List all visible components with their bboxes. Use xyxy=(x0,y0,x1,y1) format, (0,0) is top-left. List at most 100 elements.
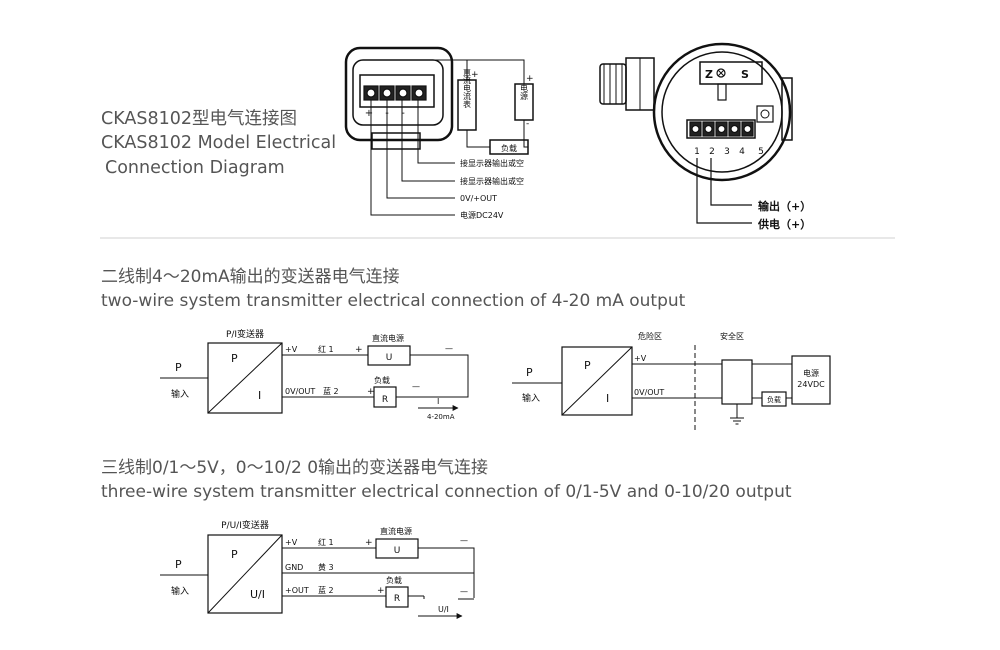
terminal-minus-1: - xyxy=(385,108,389,119)
i-block-label-2: I xyxy=(606,392,609,405)
input-label-3: 输入 xyxy=(171,585,189,597)
wire1-label: 红 1 xyxy=(318,344,334,354)
load-label-3: 负载 xyxy=(386,575,402,585)
p-block-label: P xyxy=(231,352,238,365)
output-label: 输出（+） xyxy=(758,199,811,213)
u-label-3: U xyxy=(394,546,401,556)
supply-label: 供电（+） xyxy=(757,217,811,231)
wire2-label-3: 蓝 2 xyxy=(318,585,334,595)
hazard-area-diagram xyxy=(512,345,831,430)
top-right-labels: Z S 1 2 3 4 5 输出（+） 供电（+） xyxy=(694,68,811,231)
callout-2: 接显示器输出或空 xyxy=(460,176,524,186)
ui-block-label: U/I xyxy=(250,588,265,601)
p-input-2: P xyxy=(526,366,533,379)
load-box-2 xyxy=(761,391,787,407)
callout-4: 电源DC24V xyxy=(460,210,504,220)
wire3-label: 黄 3 xyxy=(318,562,334,572)
meter-plus: + xyxy=(471,70,479,80)
gnd-label: GND xyxy=(285,563,303,572)
input-label: 输入 xyxy=(171,388,189,400)
section3-title-en: three-wire system transmitter electrical… xyxy=(101,482,792,502)
out-label-2: 0V/OUT xyxy=(634,388,664,397)
terminal-plus: + xyxy=(365,108,373,119)
jumper-s: S xyxy=(741,68,749,81)
terminal-housing xyxy=(344,46,454,142)
load-label: 负载 xyxy=(501,143,517,153)
plus-1-3: + xyxy=(365,538,373,548)
safe-zone-label: 安全区 xyxy=(720,331,744,341)
three-wire-labels: P/U/I变送器 P P U/I 输入 +V GND +OUT 红 1 黄 3 … xyxy=(171,519,468,614)
dc-ammeter-label: 直流电流表 xyxy=(463,67,472,109)
housing-inner xyxy=(661,51,783,173)
adjust-screw xyxy=(756,105,774,123)
u-label: U xyxy=(386,353,393,363)
p-input: P xyxy=(175,361,182,374)
plus-2: + xyxy=(367,387,375,397)
terminal-minus-2: - xyxy=(401,108,405,119)
section2-title-en: two-wire system transmitter electrical c… xyxy=(101,291,686,311)
p-block-label-3: P xyxy=(231,548,238,561)
terminal-no-5: 5 xyxy=(758,147,764,157)
out-label-3: +OUT xyxy=(285,586,309,595)
section3-title-cn: 三线制0/1～5V，0～10/2 0输出的变送器电气连接 xyxy=(101,458,489,478)
power-minus: - xyxy=(526,119,529,129)
two-wire-diagram xyxy=(160,342,469,414)
terminal-strip xyxy=(686,119,756,139)
load-label-2: 负载 xyxy=(767,395,781,404)
minus-1: — xyxy=(445,344,453,353)
callout-1: 接显示器输出或空 xyxy=(460,158,524,168)
two-wire-labels: P/I变送器 P P I 输入 +V 0V/OUT 红 1 蓝 2 直流电源 U… xyxy=(171,328,455,421)
plus-2-3: + xyxy=(377,586,385,596)
hazard-area-labels: 危险区 安全区 P P I 输入 +V 0V/OUT 负载 电源 24VDC xyxy=(522,331,825,405)
hazard-zone-label: 危险区 xyxy=(638,331,662,341)
transmitter-block-2 xyxy=(561,346,633,416)
load-resistor-box-3 xyxy=(385,586,409,608)
zero-span-board xyxy=(699,61,763,85)
out-label: 0V/OUT xyxy=(285,387,315,396)
wire2-label: 蓝 2 xyxy=(323,386,339,396)
top-left-labels: + - - + + - 直流电流表 电源 负载 接显示器输出或空 接显示器输出或… xyxy=(365,67,534,220)
terminal-no-2: 2 xyxy=(709,147,715,157)
pv-label-3: +V xyxy=(285,538,298,547)
terminal-no-1: 1 xyxy=(694,147,700,157)
housing-inner-ring xyxy=(352,59,444,126)
minus-2: — xyxy=(412,382,420,391)
pv-label: +V xyxy=(285,345,298,354)
title-en-line2: Connection Diagram xyxy=(105,158,285,178)
terminal-screws-right xyxy=(689,121,754,137)
pui-transmitter-block xyxy=(207,534,283,614)
i-block-label: I xyxy=(258,389,261,402)
housing-neck xyxy=(371,132,421,150)
section2-title-cn: 二线制4～20mA输出的变送器电气连接 xyxy=(101,267,400,287)
three-wire-diagram xyxy=(160,534,475,619)
dc-power-label: 直流电源 xyxy=(372,333,404,343)
terminal-no-3: 3 xyxy=(724,147,730,157)
title-cn: CKAS8102型电气连接图 xyxy=(101,109,298,129)
range-label: 4-20mA xyxy=(427,413,455,421)
p-block-label-2: P xyxy=(584,359,591,372)
input-label-2: 输入 xyxy=(522,392,540,404)
p-input-3: P xyxy=(175,558,182,571)
terminal-block xyxy=(359,74,435,108)
minus-2-3: — xyxy=(460,587,468,596)
r-label: R xyxy=(382,395,388,405)
dc-power-label-3: 直流电源 xyxy=(380,526,412,536)
safety-barrier xyxy=(721,359,753,405)
callout-3: 0V/+OUT xyxy=(460,194,497,203)
power-label: 电源 xyxy=(520,83,529,101)
pui-block-title: P/U/I变送器 xyxy=(221,519,269,531)
plus-1: + xyxy=(355,345,363,355)
power-label-2: 电源 xyxy=(803,368,819,378)
power-box-2 xyxy=(791,355,831,405)
wire1-label-3: 红 1 xyxy=(318,537,334,547)
power-voltage: 24VDC xyxy=(797,380,825,389)
r-label-3: R xyxy=(394,594,400,604)
title-en-line1: CKAS8102 Model Electrical xyxy=(101,133,337,153)
terminal-screws xyxy=(363,85,427,101)
top-left-diagram xyxy=(344,46,534,216)
load-label: 负载 xyxy=(374,375,390,385)
pi-block-title: P/I变送器 xyxy=(226,328,264,340)
housing-outer xyxy=(652,42,792,182)
power-plus: + xyxy=(526,74,534,84)
